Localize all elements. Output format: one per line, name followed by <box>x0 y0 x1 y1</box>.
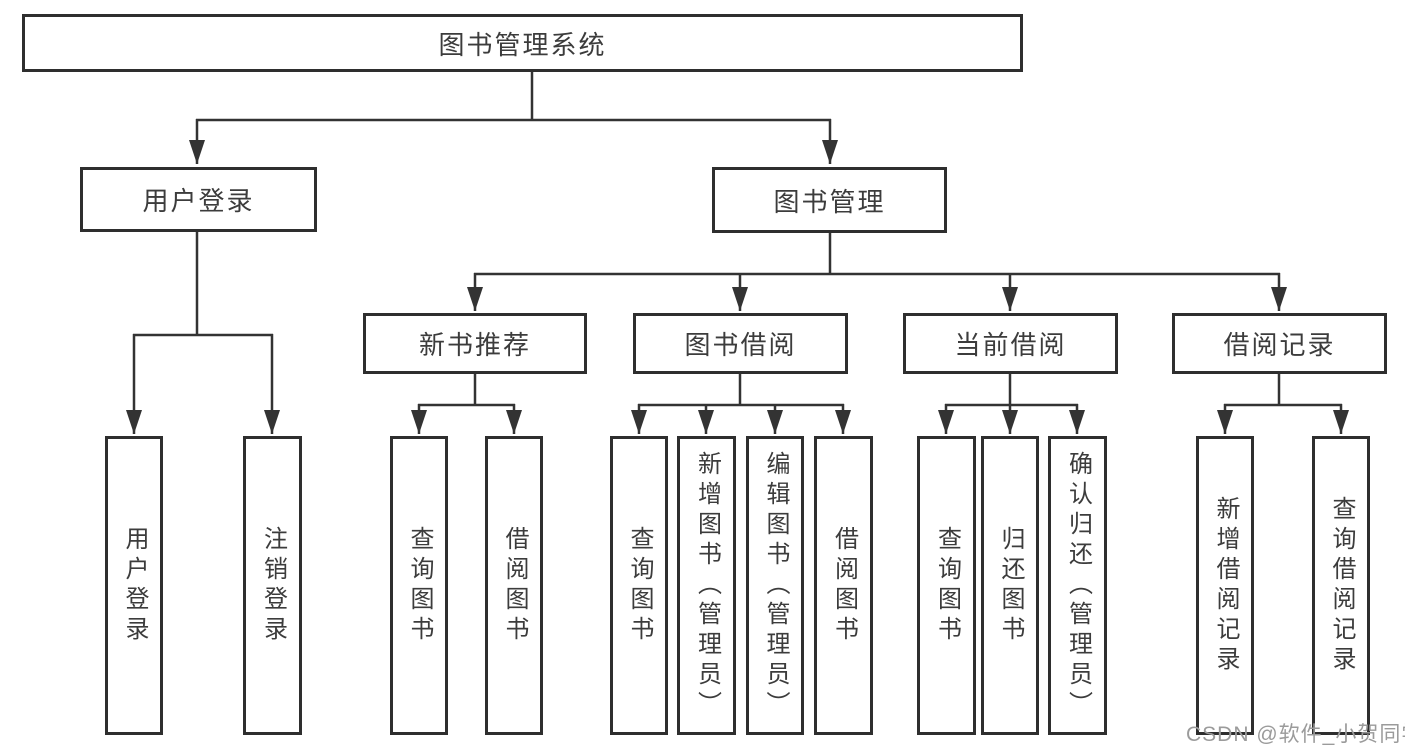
node-book-borrowing: 图书借阅 <box>633 313 848 374</box>
node-borrow-books-borrowing: 借阅图书 <box>814 436 873 735</box>
node-add-books-admin: 新增图书（管理员） <box>677 436 736 735</box>
node-logout-leaf-label: 注销登录 <box>259 525 287 646</box>
node-book-borrowing-label: 图书借阅 <box>684 330 797 360</box>
node-logout-leaf: 注销登录 <box>243 436 302 735</box>
node-query-books-borrowing: 查询图书 <box>610 436 668 735</box>
node-confirm-return-admin: 确认归还（管理员） <box>1048 436 1107 735</box>
node-root: 图书管理系统 <box>22 14 1023 72</box>
node-borrowing-records: 借阅记录 <box>1172 313 1387 374</box>
node-edit-books-admin: 编辑图书（管理员） <box>746 436 804 735</box>
node-current-borrowing-label: 当前借阅 <box>954 330 1067 360</box>
watermark-text: CSDN @软件_小贺同学 <box>1186 723 1405 746</box>
node-query-borrow-record: 查询借阅记录 <box>1312 436 1370 735</box>
node-add-borrow-record: 新增借阅记录 <box>1196 436 1254 735</box>
node-user-login-label: 用户登录 <box>142 186 255 216</box>
node-book-management: 图书管理 <box>712 167 947 233</box>
node-query-books-recommend: 查询图书 <box>390 436 448 735</box>
node-borrowing-records-label: 借阅记录 <box>1223 330 1336 360</box>
node-query-books-borrowing-label: 查询图书 <box>626 525 653 646</box>
node-query-books-recommend-label: 查询图书 <box>406 525 433 646</box>
node-borrow-books-recommend: 借阅图书 <box>485 436 543 735</box>
node-edit-books-admin-label: 编辑图书（管理员） <box>762 450 789 721</box>
node-return-books-label: 归还图书 <box>997 525 1024 646</box>
connector-book-borrowing-children <box>631 374 851 434</box>
node-user-login-leaf: 用户登录 <box>105 436 163 735</box>
node-query-borrow-record-label: 查询借阅记录 <box>1328 495 1355 676</box>
node-current-borrowing: 当前借阅 <box>903 313 1118 374</box>
connector-user-login-children <box>126 232 280 434</box>
node-add-borrow-record-label: 新增借阅记录 <box>1212 495 1239 676</box>
connector-root-to-level2 <box>189 72 838 164</box>
node-new-book-recommend: 新书推荐 <box>363 313 587 374</box>
node-query-books-current-label: 查询图书 <box>933 525 961 646</box>
node-borrow-books-recommend-label: 借阅图书 <box>501 525 528 646</box>
node-confirm-return-admin-label: 确认归还（管理员） <box>1064 450 1092 721</box>
connector-current-borrowing-children <box>938 374 1085 434</box>
node-root-label: 图书管理系统 <box>438 29 607 60</box>
connector-borrowing-records-children <box>1217 374 1349 434</box>
node-add-books-admin-label: 新增图书（管理员） <box>693 450 721 721</box>
node-query-books-current: 查询图书 <box>917 436 976 735</box>
node-borrow-books-borrowing-label: 借阅图书 <box>830 525 858 646</box>
node-new-book-recommend-label: 新书推荐 <box>418 330 531 360</box>
node-return-books: 归还图书 <box>981 436 1039 735</box>
node-user-login: 用户登录 <box>80 167 317 232</box>
node-user-login-leaf-label: 用户登录 <box>121 525 148 646</box>
connector-book-management-children <box>467 233 1287 311</box>
connector-new-book-children <box>411 374 522 434</box>
node-book-management-label: 图书管理 <box>773 186 886 217</box>
